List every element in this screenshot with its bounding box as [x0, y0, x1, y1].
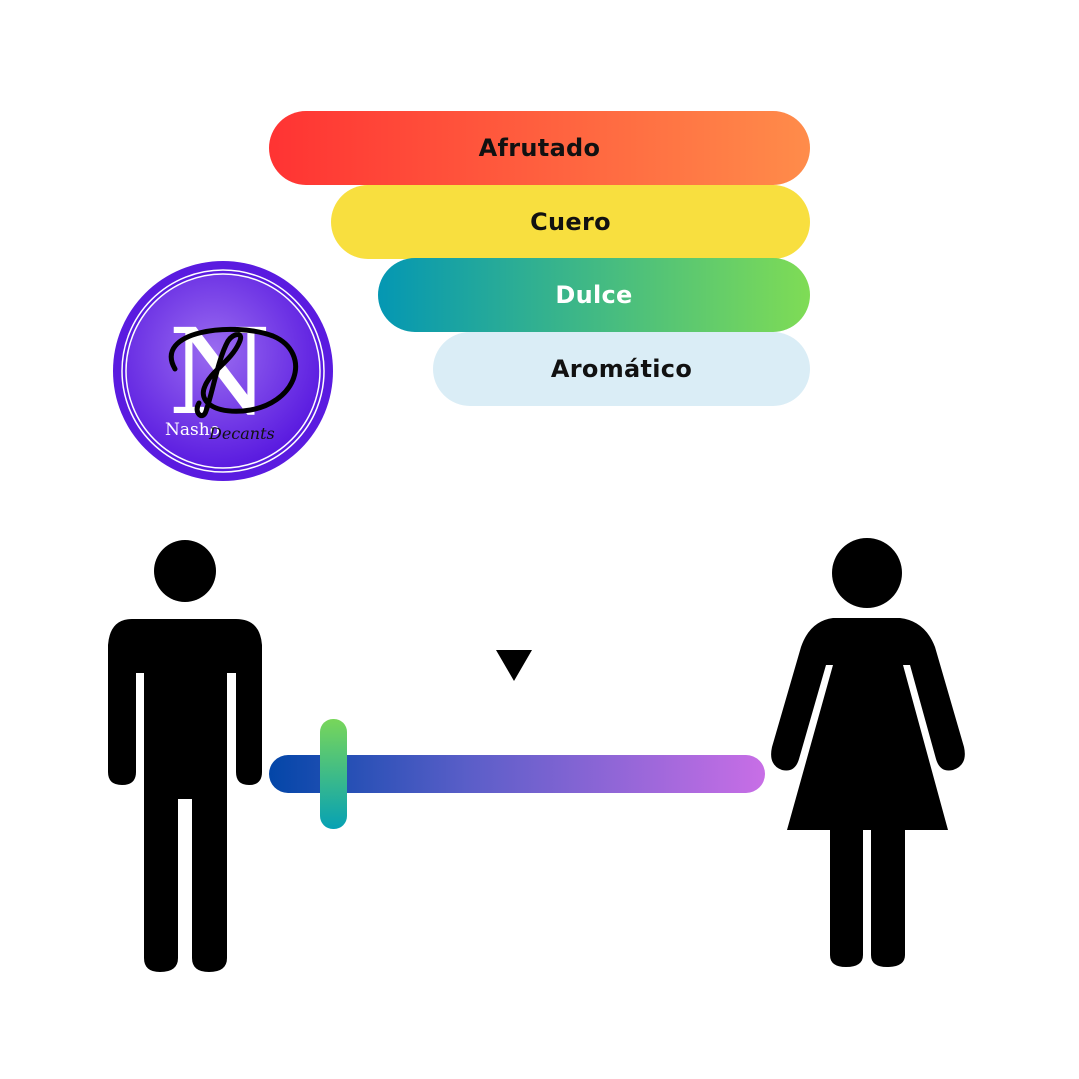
- accord-aromatico: Aromático: [433, 332, 810, 406]
- svg-text:N: N: [168, 303, 271, 441]
- accord-label: Dulce: [555, 281, 633, 309]
- accord-label: Aromático: [550, 355, 693, 383]
- gender-scale-handle: [320, 719, 347, 829]
- logo-text-first: Nasho: [165, 420, 220, 440]
- male-icon: [108, 540, 262, 972]
- gender-scale-track: [269, 755, 765, 793]
- female-icon: [771, 538, 965, 967]
- accord-label: Afrutado: [478, 134, 601, 162]
- accord-afrutado: Afrutado: [269, 111, 810, 185]
- accord-label: Cuero: [530, 208, 611, 236]
- accord-dulce: Dulce: [378, 258, 810, 332]
- down-triangle-icon: [496, 650, 532, 681]
- accord-cuero: Cuero: [331, 185, 810, 259]
- logo-text-second: Decants: [208, 424, 275, 443]
- brand-logo: N Nasho Decants: [113, 261, 333, 481]
